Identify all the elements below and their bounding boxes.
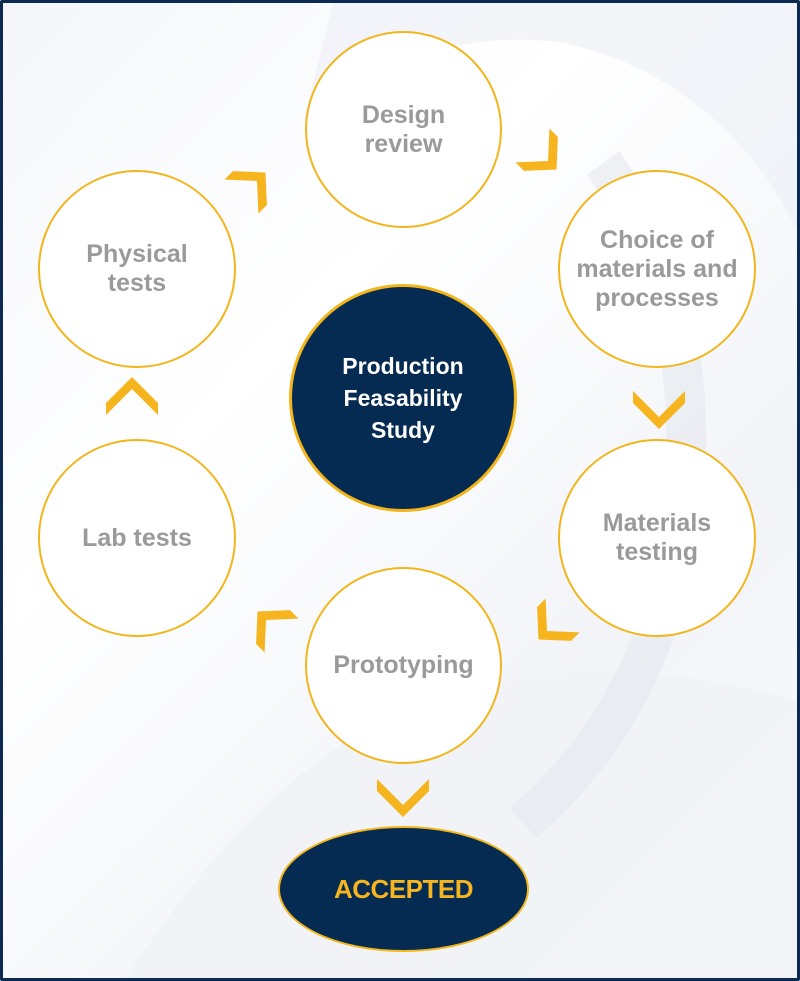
- design-review-node: Design review: [305, 31, 502, 228]
- materials-testing-label: Materials testing: [602, 509, 712, 566]
- materials-testing-node: Materials testing: [558, 439, 756, 637]
- prototyping-label: Prototyping: [333, 651, 474, 679]
- choice-of-materials-node: Choice of materials and processes: [558, 170, 756, 368]
- production-feasibility-study-label: Production Feasability Study: [342, 353, 464, 443]
- lab-tests-label: Lab tests: [82, 523, 192, 552]
- accepted-label: ACCEPTED: [333, 873, 474, 904]
- design-review-label: Design review: [361, 100, 446, 158]
- lab-tests-node: Lab tests: [38, 439, 236, 637]
- production-feasibility-study-node: Production Feasability Study: [289, 284, 517, 512]
- physical-tests-label: Physical tests: [86, 240, 188, 297]
- choice-of-materials-label: Choice of materials and processes: [576, 225, 738, 312]
- accepted-node: ACCEPTED: [278, 826, 529, 952]
- physical-tests-node: Physical tests: [38, 170, 236, 368]
- prototyping-node: Prototyping: [305, 567, 502, 764]
